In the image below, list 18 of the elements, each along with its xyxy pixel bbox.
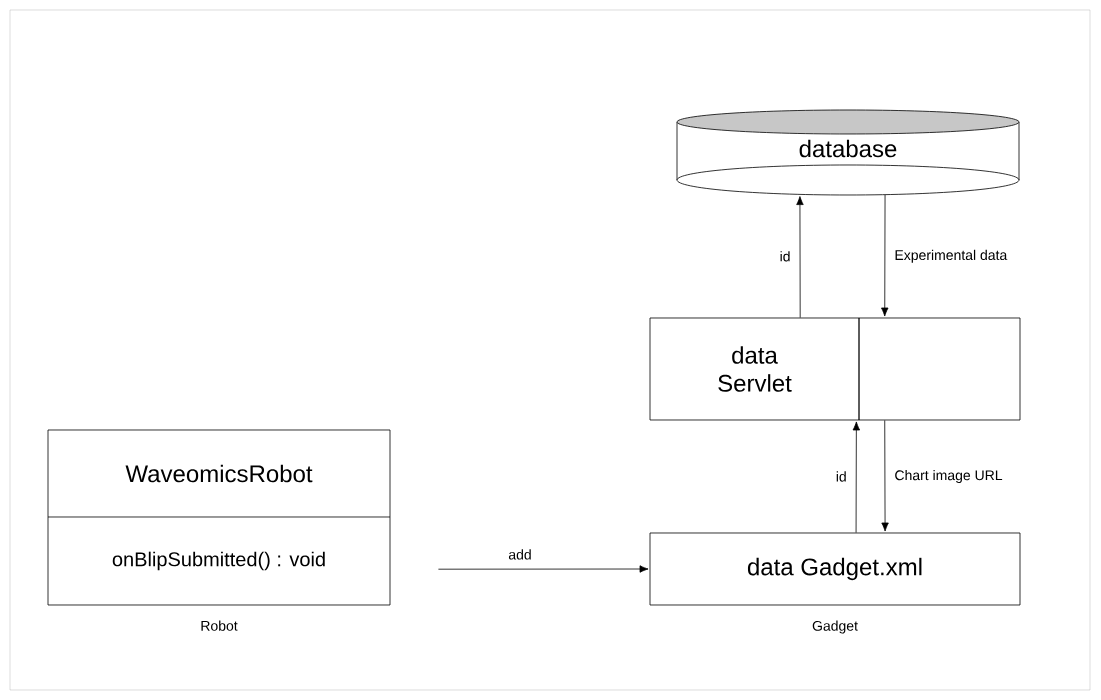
edge-label: id xyxy=(836,471,846,482)
edge-label: Chart image URL xyxy=(895,469,1003,483)
caption-text: Robot xyxy=(201,620,238,631)
edge-label: add xyxy=(508,549,531,560)
arrow xyxy=(881,194,889,317)
arrow xyxy=(796,196,804,318)
node-label: database xyxy=(799,139,897,158)
caption-text: Gadget xyxy=(812,620,858,634)
component-box: data Gadget.xml xyxy=(649,532,1021,606)
arrow xyxy=(438,565,649,573)
edge-label: Experimental data xyxy=(895,249,1008,263)
arrow xyxy=(852,421,861,533)
arrow xyxy=(881,420,889,532)
database-cylinder: database xyxy=(676,109,1020,196)
class-box: WaveomicsRobot onBlipSubmitted() : void xyxy=(47,429,391,606)
edge-label: id xyxy=(780,251,790,262)
component-box: data Servlet xyxy=(649,317,860,421)
empty-box xyxy=(858,317,1021,421)
